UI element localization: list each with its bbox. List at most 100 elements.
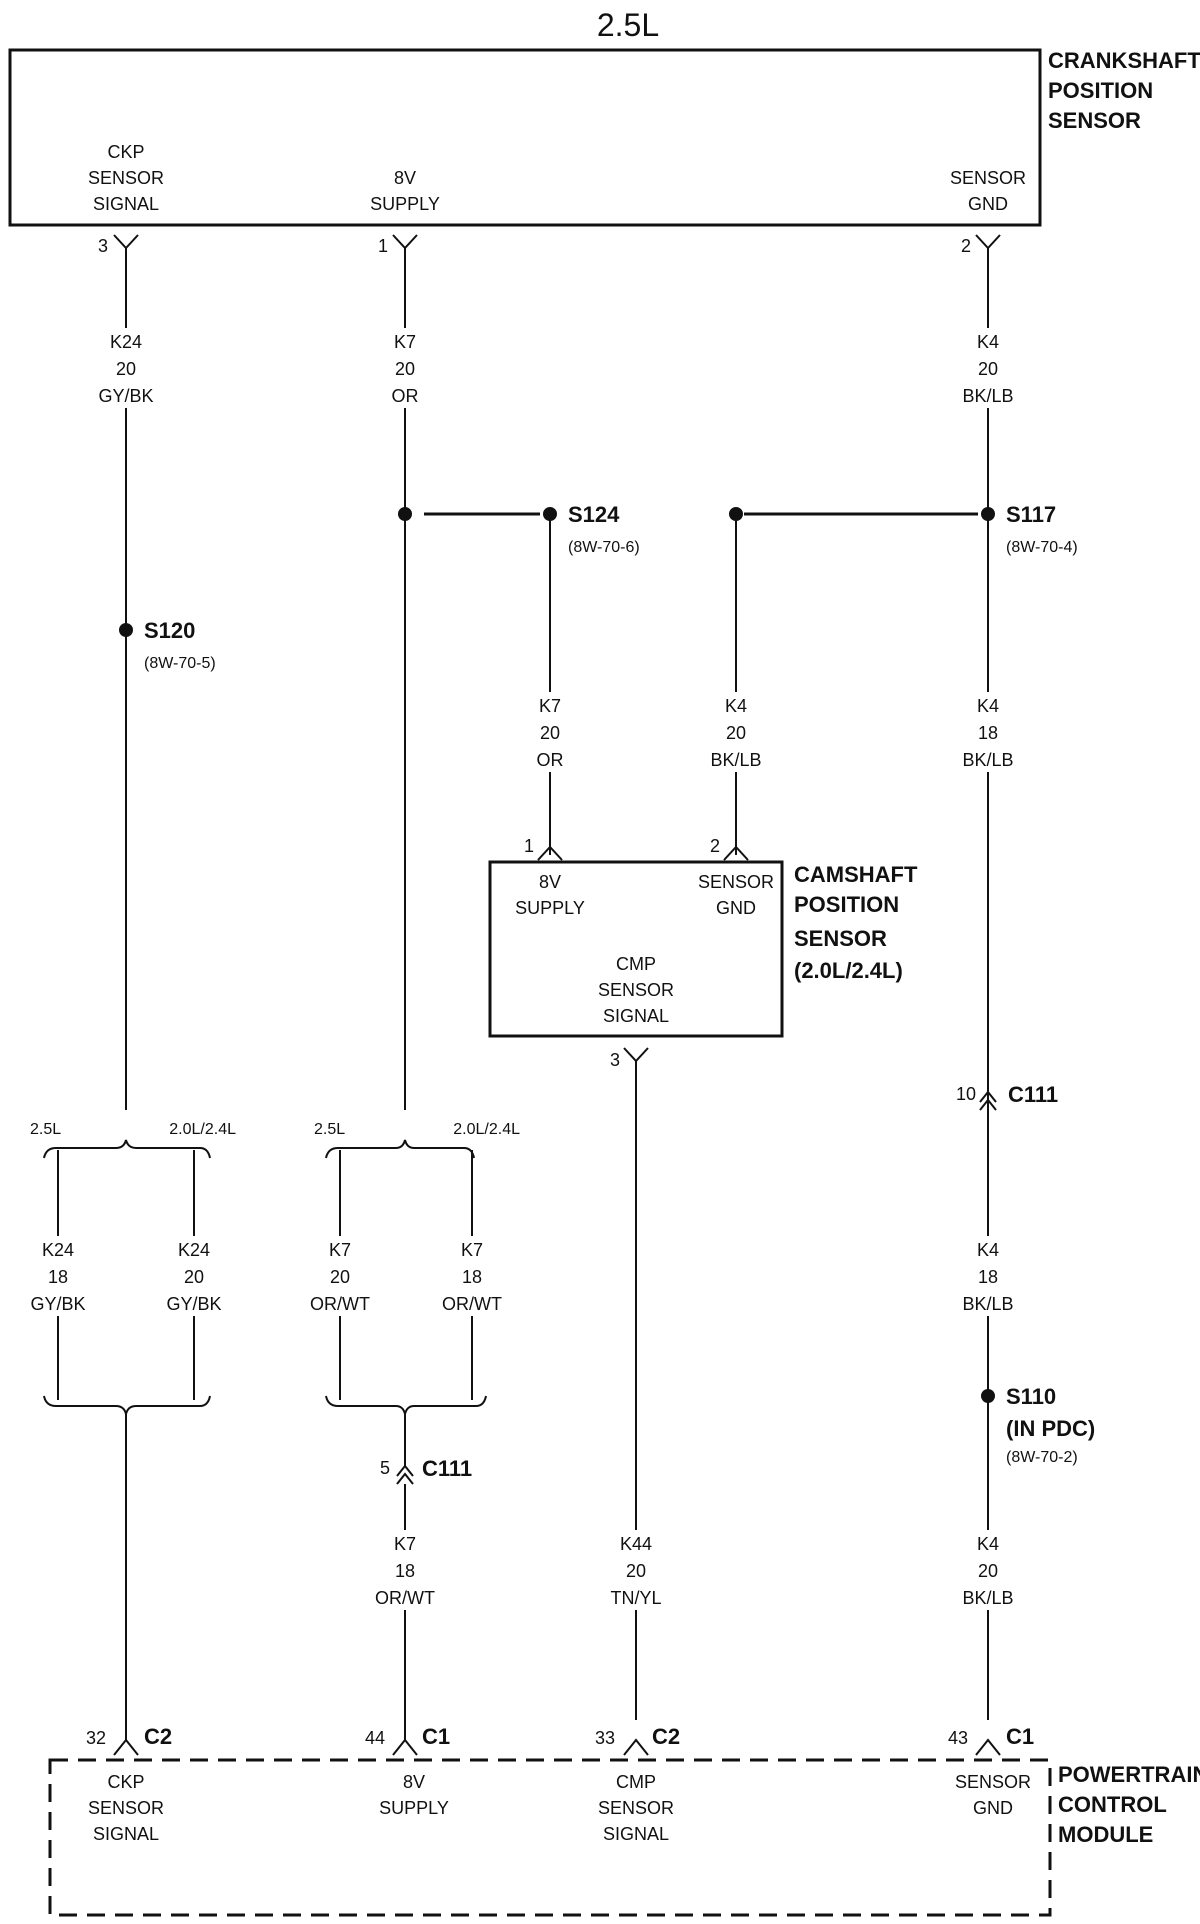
svg-text:SIGNAL: SIGNAL xyxy=(603,1824,669,1844)
ckp-pin-label: CKP SENSOR SIGNAL xyxy=(88,142,164,214)
camshaft-sensor-box xyxy=(488,860,784,1038)
svg-text:K24: K24 xyxy=(110,332,142,352)
splice-s120-name: S120 xyxy=(144,618,195,643)
splice-junction-dot xyxy=(729,507,743,521)
svg-text:18: 18 xyxy=(978,723,998,743)
svg-text:GND: GND xyxy=(968,194,1008,214)
pcm-name: POWERTRAIN CONTROL MODULE xyxy=(1058,1762,1200,1847)
cmp-signal-label: CMP SENSOR SIGNAL xyxy=(598,954,674,1026)
option-label-25: 2.5L xyxy=(314,1121,345,1138)
pin-connector-symbol xyxy=(975,234,1001,250)
svg-text:K4: K4 xyxy=(977,1534,999,1554)
inline-connector-pin: 10 xyxy=(956,1084,976,1104)
svg-text:SUPPLY: SUPPLY xyxy=(370,194,440,214)
svg-text:SENSOR: SENSOR xyxy=(88,168,164,188)
pin-connector-symbol xyxy=(975,1738,1001,1756)
pin-number: 3 xyxy=(98,236,108,256)
svg-text:SENSOR: SENSOR xyxy=(698,872,774,892)
svg-text:18: 18 xyxy=(395,1561,415,1581)
splice-junction-dot xyxy=(398,507,412,521)
wire-label-k7-25: K7 20 OR/WT xyxy=(310,1236,370,1316)
svg-text:CMP: CMP xyxy=(616,1772,656,1792)
svg-text:SENSOR: SENSOR xyxy=(794,926,887,951)
pin-connector-symbol xyxy=(392,1738,418,1756)
svg-text:POSITION: POSITION xyxy=(794,892,899,917)
crankshaft-sensor-name: CRANKSHAFT POSITION SENSOR xyxy=(1048,48,1200,133)
inline-connector-pin: 5 xyxy=(380,1458,390,1478)
svg-text:K4: K4 xyxy=(977,696,999,716)
pin-number: 1 xyxy=(524,836,534,856)
wire-label-k7-cmp: K7 20 OR xyxy=(525,692,575,772)
svg-text:(2.0L/2.4L): (2.0L/2.4L) xyxy=(794,958,903,983)
svg-text:K7: K7 xyxy=(394,332,416,352)
svg-text:SIGNAL: SIGNAL xyxy=(93,1824,159,1844)
splice-s120-ref: (8W-70-5) xyxy=(144,655,216,672)
svg-text:20: 20 xyxy=(978,1561,998,1581)
svg-text:K44: K44 xyxy=(620,1534,652,1554)
pin-number: 1 xyxy=(378,236,388,256)
option-label-2024: 2.0L/2.4L xyxy=(169,1121,236,1138)
svg-text:20: 20 xyxy=(116,359,136,379)
svg-text:BK/LB: BK/LB xyxy=(962,750,1013,770)
pcm-connector-name: C2 xyxy=(652,1724,680,1749)
svg-text:18: 18 xyxy=(48,1267,68,1287)
pin-connector-symbol xyxy=(623,1738,649,1756)
svg-text:SUPPLY: SUPPLY xyxy=(515,898,585,918)
diagram-title: 2.5L xyxy=(597,7,659,43)
svg-text:8V: 8V xyxy=(539,872,561,892)
svg-text:K7: K7 xyxy=(394,1534,416,1554)
wire-label-k7-20: K7 18 OR/WT xyxy=(442,1236,502,1316)
wire-label-k4-c111: K4 18 BK/LB xyxy=(958,1236,1018,1316)
splice-s117-dot xyxy=(981,507,995,521)
splice-s124-dot xyxy=(543,507,557,521)
wire-label-k7-pcm: K7 18 OR/WT xyxy=(375,1530,435,1610)
pcm-box xyxy=(48,1758,1052,1917)
svg-text:20: 20 xyxy=(626,1561,646,1581)
wire-label-k4-pcm: K4 20 BK/LB xyxy=(958,1530,1018,1610)
engine-option-group-ckp: 2.5L 2.0L/2.4L xyxy=(30,1121,236,1740)
svg-text:GY/BK: GY/BK xyxy=(30,1294,85,1314)
svg-text:20: 20 xyxy=(726,723,746,743)
pin-number: 3 xyxy=(610,1050,620,1070)
splice-s117-name: S117 xyxy=(1006,502,1056,527)
svg-text:K7: K7 xyxy=(461,1240,483,1260)
svg-text:CONTROL: CONTROL xyxy=(1058,1792,1167,1817)
crankshaft-name-line: CRANKSHAFT xyxy=(1048,48,1200,73)
option-label-2024: 2.0L/2.4L xyxy=(453,1121,520,1138)
splice-s124-ref: (8W-70-6) xyxy=(568,539,640,556)
svg-text:SUPPLY: SUPPLY xyxy=(379,1798,449,1818)
svg-text:SENSOR: SENSOR xyxy=(950,168,1026,188)
svg-text:18: 18 xyxy=(462,1267,482,1287)
svg-text:K7: K7 xyxy=(539,696,561,716)
wire-label-k7-top: K7 20 OR xyxy=(380,328,430,408)
svg-text:CKP: CKP xyxy=(107,142,144,162)
svg-text:GND: GND xyxy=(973,1798,1013,1818)
gnd-pin-label: SENSOR GND xyxy=(950,168,1026,214)
splice-s120-dot xyxy=(119,623,133,637)
splice-s110-sub: (IN PDC) xyxy=(1006,1416,1095,1441)
svg-text:20: 20 xyxy=(184,1267,204,1287)
wire-label-k24-25: K24 18 GY/BK xyxy=(30,1236,86,1316)
crankshaft-name-line: POSITION xyxy=(1048,78,1153,103)
inline-connector-name: C111 xyxy=(422,1456,472,1481)
svg-text:BK/LB: BK/LB xyxy=(962,1588,1013,1608)
pin-connector-symbol xyxy=(113,1738,139,1756)
svg-text:OR/WT: OR/WT xyxy=(442,1294,502,1314)
svg-text:20: 20 xyxy=(540,723,560,743)
pin-connector-symbol xyxy=(623,1047,649,1063)
pin-connector-symbol xyxy=(537,845,563,861)
splice-s110-ref: (8W-70-2) xyxy=(1006,1449,1078,1466)
svg-text:BK/LB: BK/LB xyxy=(962,1294,1013,1314)
svg-text:CKP: CKP xyxy=(107,1772,144,1792)
svg-text:BK/LB: BK/LB xyxy=(710,750,761,770)
pcm-connector-name: C1 xyxy=(422,1724,450,1749)
pcm-pin-number: 33 xyxy=(595,1728,615,1748)
inline-connector-symbol xyxy=(396,1464,414,1485)
svg-text:K7: K7 xyxy=(329,1240,351,1260)
svg-text:SENSOR: SENSOR xyxy=(955,1772,1031,1792)
svg-text:8V: 8V xyxy=(403,1772,425,1792)
pcm-gnd-label: SENSOR GND xyxy=(955,1772,1031,1818)
svg-text:MODULE: MODULE xyxy=(1058,1822,1153,1847)
cmp-supply-label: 8V SUPPLY xyxy=(515,872,585,918)
pcm-pin-number: 32 xyxy=(86,1728,106,1748)
